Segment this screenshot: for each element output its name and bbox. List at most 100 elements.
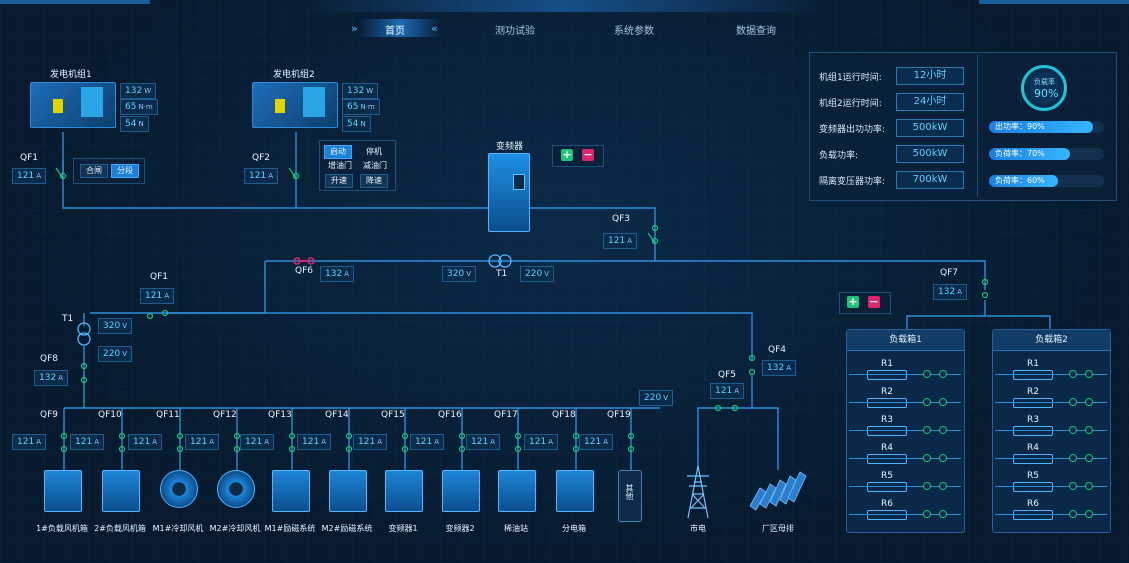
resistor-line — [995, 514, 1107, 515]
stat-label: 变频器出功功率: — [819, 125, 886, 135]
resistor-line — [995, 402, 1107, 403]
resistor-switch-icon[interactable] — [923, 482, 931, 490]
branch-device-image — [272, 470, 310, 512]
qf1-mid-label: QF1 — [150, 272, 168, 282]
resistor-label: R5 — [881, 471, 893, 481]
stat-value: 12小时 — [896, 67, 964, 85]
qf1-top-label: QF1 — [20, 153, 38, 163]
resistor-line — [849, 430, 961, 431]
tower-icon — [687, 465, 709, 519]
header-right-deco — [979, 0, 1129, 4]
t1-left-label: T1 — [62, 314, 74, 324]
ratio-bar: 出功率：90% — [989, 121, 1104, 133]
resistor-icon — [867, 482, 907, 492]
ratio-bar: 负荷率：60% — [989, 175, 1104, 187]
resistor-switch-icon[interactable] — [1085, 370, 1093, 378]
branch-device-image — [329, 470, 367, 512]
load-minus-icon[interactable]: − — [868, 295, 880, 308]
resistor-switch-icon[interactable] — [1069, 426, 1077, 434]
nav-active-bg — [360, 19, 440, 37]
resistor-switch-icon[interactable] — [923, 510, 931, 518]
stat-label: 隔离变压器功率: — [819, 177, 886, 187]
branch-qf-label: QF16 — [438, 410, 462, 420]
resistor-switch-icon[interactable] — [939, 398, 947, 406]
resistor-switch-icon[interactable] — [923, 370, 931, 378]
vfd-label: 变频器 — [496, 142, 524, 152]
resistor-icon — [1013, 510, 1053, 520]
qf6-label: QF6 — [295, 266, 313, 276]
resistor-icon — [867, 426, 907, 436]
resistor-switch-icon[interactable] — [939, 482, 947, 490]
resistor-label: R1 — [1027, 359, 1039, 369]
tab-system-params[interactable]: 系统参数 — [614, 26, 654, 37]
vfd-minus-icon[interactable]: − — [582, 148, 594, 161]
branch-device-image — [160, 470, 198, 508]
throttle-up-button[interactable]: 增油门 — [328, 161, 352, 170]
branch-other-vertical: 其他 — [625, 484, 634, 500]
city-power-label: 市电 — [690, 524, 706, 533]
resistor-switch-icon[interactable] — [1069, 510, 1077, 518]
qf5-label: QF5 — [718, 370, 736, 380]
resistor-switch-icon[interactable] — [939, 510, 947, 518]
tab-dyno-test[interactable]: 测功试验 — [495, 26, 535, 37]
resistor-line — [995, 486, 1107, 487]
resistor-switch-icon[interactable] — [923, 426, 931, 434]
speed-down-button[interactable]: 降速 — [360, 174, 388, 188]
load-gauge — [1021, 65, 1067, 111]
gen2-image — [252, 82, 338, 128]
gen1-label: 发电机组1 — [50, 70, 92, 80]
stats-divider — [977, 55, 978, 197]
resistor-switch-icon[interactable] — [939, 426, 947, 434]
ratio-bar-fill: 出功率：90% — [989, 121, 1093, 133]
start-button[interactable]: 启动 — [324, 145, 352, 159]
speed-up-button[interactable]: 升速 — [325, 174, 353, 188]
resistor-switch-icon[interactable] — [1069, 482, 1077, 490]
qf2-label: QF2 — [252, 153, 270, 163]
branch-device-label: 分电箱 — [562, 524, 586, 533]
stop-button[interactable]: 停机 — [366, 147, 382, 156]
t1-label: T1 — [496, 269, 508, 279]
resistor-switch-icon[interactable] — [1085, 426, 1093, 434]
throttle-down-button[interactable]: 减油门 — [363, 161, 387, 170]
resistor-switch-icon[interactable] — [1069, 454, 1077, 462]
resistor-switch-icon[interactable] — [1085, 454, 1093, 462]
qf7-label: QF7 — [940, 268, 958, 278]
resistor-switch-icon[interactable] — [923, 454, 931, 462]
resistor-switch-icon[interactable] — [1085, 482, 1093, 490]
branch-qf-label: QF13 — [268, 410, 292, 420]
resistor-switch-icon[interactable] — [923, 398, 931, 406]
resistor-label: R5 — [1027, 471, 1039, 481]
branch-device-image — [102, 470, 140, 512]
load-box-1-title: 负载箱1 — [847, 330, 964, 351]
resistor-icon — [867, 510, 907, 520]
resistor-label: R2 — [1027, 387, 1039, 397]
resistor-switch-icon[interactable] — [939, 370, 947, 378]
resistor-switch-icon[interactable] — [1069, 370, 1077, 378]
vfd-plus-icon[interactable]: + — [561, 148, 573, 161]
branch-device-image — [618, 470, 642, 522]
resistor-switch-icon[interactable] — [1085, 510, 1093, 518]
branch-device-image — [217, 470, 255, 508]
load-plus-icon[interactable]: + — [847, 295, 859, 308]
resistor-line — [849, 402, 961, 403]
resistor-line — [995, 458, 1107, 459]
qf1-close-button[interactable]: 合闸 — [80, 164, 108, 178]
nav-right-chevron-icon: « — [431, 22, 438, 35]
qf8-label: QF8 — [40, 354, 58, 364]
stat-label: 机组1运行时间: — [819, 73, 882, 83]
resistor-switch-icon[interactable] — [1085, 398, 1093, 406]
tab-home[interactable]: 首页 — [385, 26, 405, 37]
resistor-switch-icon[interactable] — [1069, 398, 1077, 406]
resistor-switch-icon[interactable] — [939, 454, 947, 462]
qf1-open-button[interactable]: 分段 — [111, 164, 139, 178]
tab-data-query[interactable]: 数据查询 — [736, 26, 776, 37]
